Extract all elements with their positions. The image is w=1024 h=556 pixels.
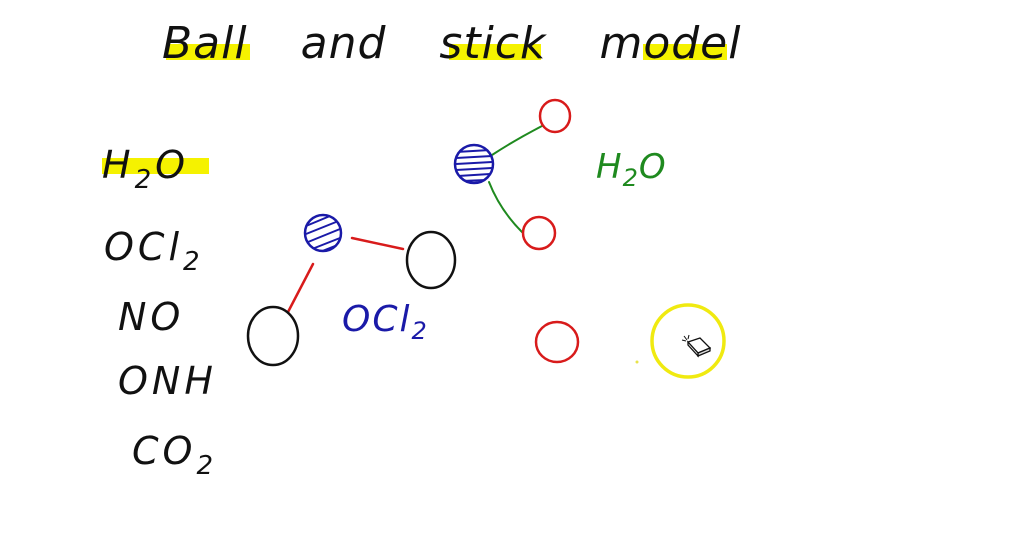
central-atom xyxy=(453,143,495,185)
h2o-label: H2O xyxy=(596,147,667,192)
bond-line xyxy=(491,125,543,156)
title-word-stick: stick xyxy=(439,18,547,69)
stray-dot xyxy=(635,360,639,364)
formula-co2: CO2 xyxy=(132,429,217,481)
red-atom xyxy=(534,320,580,364)
bond-line xyxy=(488,181,523,233)
highlight-mark xyxy=(102,158,210,174)
h2o-model xyxy=(453,98,572,251)
formula-h2o: H2O xyxy=(102,146,210,193)
bond-line xyxy=(286,262,315,314)
outer-atom xyxy=(246,305,300,367)
outer-atom xyxy=(538,98,572,134)
highlight-mark xyxy=(643,44,728,60)
bond-line xyxy=(350,236,405,251)
highlight-mark xyxy=(449,44,542,60)
ocl2-model xyxy=(246,213,457,367)
yellow-atom xyxy=(650,303,726,379)
title-word-ball: Ball xyxy=(162,22,250,66)
title-word-and: and xyxy=(300,18,387,69)
title-word-model: model xyxy=(599,18,742,69)
title: Ball and stick model xyxy=(162,22,779,66)
outer-atom xyxy=(521,215,557,251)
formula-no: NO xyxy=(118,295,185,339)
central-atom xyxy=(303,213,343,253)
outer-atom xyxy=(405,230,457,290)
formula-ocl2: OCl2 xyxy=(104,225,204,277)
ocl2-label: OCl2 xyxy=(342,299,429,345)
eraser-icon xyxy=(681,334,712,358)
formula-onh: ONH xyxy=(118,359,217,403)
highlight-mark xyxy=(166,44,250,60)
